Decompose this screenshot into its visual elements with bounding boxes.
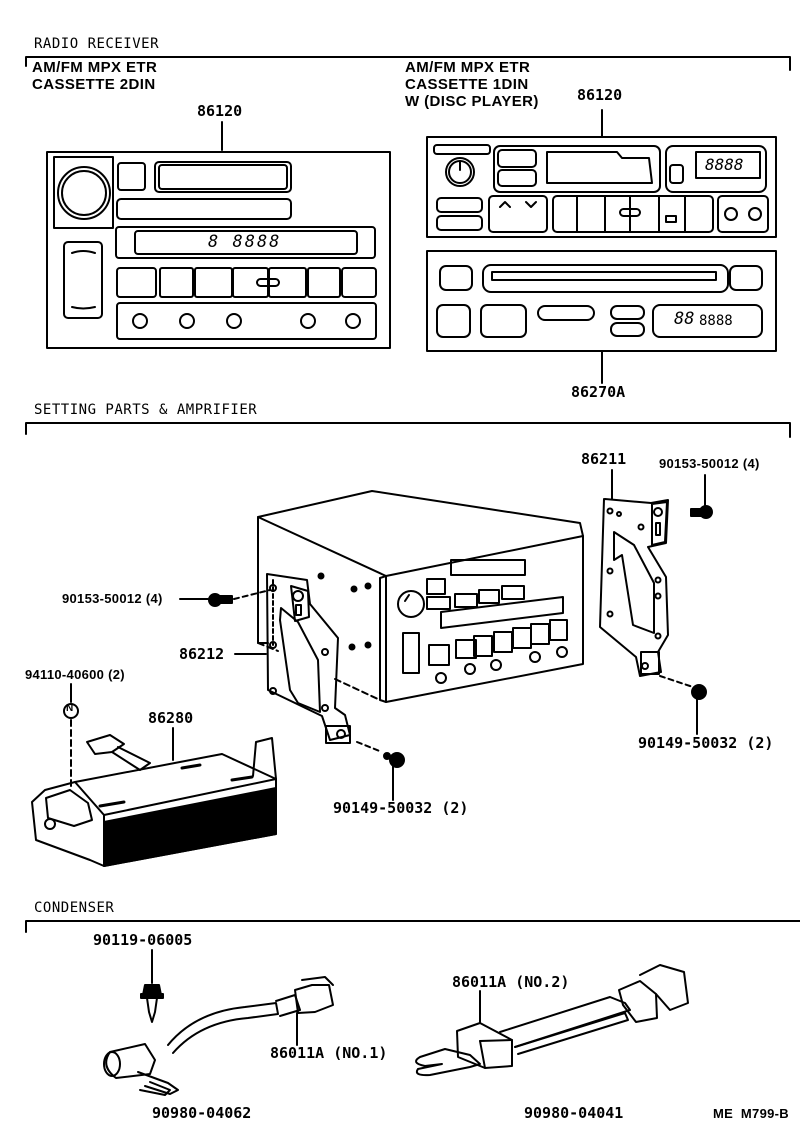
connector — [87, 735, 124, 754]
section-divider-setting — [26, 423, 790, 437]
knob-housing — [54, 157, 113, 228]
connector — [619, 981, 657, 1022]
seek-button — [489, 196, 547, 232]
disc-display-text-small: 8888 — [699, 313, 733, 329]
display — [696, 152, 760, 178]
cassette-door — [494, 146, 660, 192]
section-divider-radio — [26, 57, 790, 70]
part-number-86270A: 86270A — [571, 383, 626, 401]
bolt-left-drawing — [180, 590, 270, 606]
display-bezel — [116, 227, 375, 258]
unit-front — [386, 536, 583, 702]
part-number-90149-right: 90149-50032 (2) — [638, 734, 774, 752]
preset-bar — [553, 196, 713, 232]
part-number-86011A-no1: 86011A (NO.1) — [270, 1044, 388, 1062]
part-number-94110: 94110-40600 (2) — [25, 667, 125, 682]
knob-row — [117, 303, 376, 339]
figure-code: ME M799-B — [713, 1106, 789, 1121]
receiver-faceplate — [427, 137, 776, 237]
part-number-86011A-no2: 86011A (NO.2) — [452, 973, 570, 991]
screw-bottom-right-drawing — [660, 676, 706, 734]
volume-knob — [58, 167, 110, 219]
button — [118, 163, 145, 190]
condenser-body — [106, 1044, 155, 1078]
screw-bottom-left-drawing — [357, 742, 404, 800]
disc-slot — [492, 272, 716, 280]
receiver-2din-display-text: 8 8888 — [208, 232, 282, 252]
receiver-faceplate — [47, 152, 390, 348]
rocker-switch — [64, 242, 102, 318]
bar-button — [117, 199, 291, 219]
receiver-1din-model: AM/FM MPX ETR CASSETTE 1DIN W (DISC PLAY… — [405, 59, 539, 110]
nut-symbol: N — [66, 703, 74, 714]
part-number-90153-right: 90153-50012 (4) — [659, 456, 760, 471]
preset-button — [117, 268, 156, 297]
cassette-slot — [547, 152, 652, 183]
knob — [398, 591, 424, 617]
receiver-2din-drawing — [47, 122, 390, 348]
condenser-2-drawing — [416, 965, 688, 1075]
disc-player-drawing — [427, 251, 776, 383]
receiver-2din-model: AM/FM MPX ETR CASSETTE 2DIN — [32, 59, 158, 93]
part-number-90980-04041: 90980-04041 — [524, 1104, 624, 1122]
condenser-body — [457, 1023, 512, 1068]
bolt-right-drawing — [691, 475, 712, 518]
part-number-90153-left: 90153-50012 (4) — [62, 591, 163, 606]
disc-slot-bezel — [483, 265, 728, 292]
display — [135, 231, 357, 254]
disc-display-text-large: 88 — [674, 309, 695, 329]
unit-top — [258, 491, 583, 576]
bracket-86211-drawing — [600, 470, 668, 676]
amplifier-drawing — [32, 704, 276, 866]
nut-symbol-circle — [64, 704, 78, 718]
part-number-86280: 86280 — [148, 709, 194, 727]
section-title-setting-parts: SETTING PARTS & AMPRIFIER — [34, 402, 258, 418]
power-knob — [446, 158, 474, 186]
display — [653, 305, 762, 337]
receiver-1din-drawing — [427, 110, 776, 237]
condenser-1-drawing — [104, 950, 333, 1095]
bracket-86212-drawing — [267, 574, 350, 743]
part-number-90149-left: 90149-50032 (2) — [333, 799, 469, 817]
cassette-slot — [155, 162, 291, 192]
section-title-radio-receiver: RADIO RECEIVER — [34, 36, 160, 52]
part-number-90980-04062: 90980-04062 — [152, 1104, 252, 1122]
part-number-86120-right: 86120 — [577, 86, 623, 104]
section-divider-condenser — [26, 921, 800, 932]
receiver-1din-display-text: 8888 — [705, 155, 744, 174]
part-number-90119: 90119-06005 — [93, 931, 193, 949]
part-number-86120-left: 86120 — [197, 102, 243, 120]
display-bezel — [666, 146, 766, 192]
part-number-86212: 86212 — [179, 645, 225, 663]
radio-unit-isometric — [258, 491, 583, 702]
part-number-86211: 86211 — [581, 450, 627, 468]
section-title-condenser: CONDENSER — [34, 900, 115, 916]
